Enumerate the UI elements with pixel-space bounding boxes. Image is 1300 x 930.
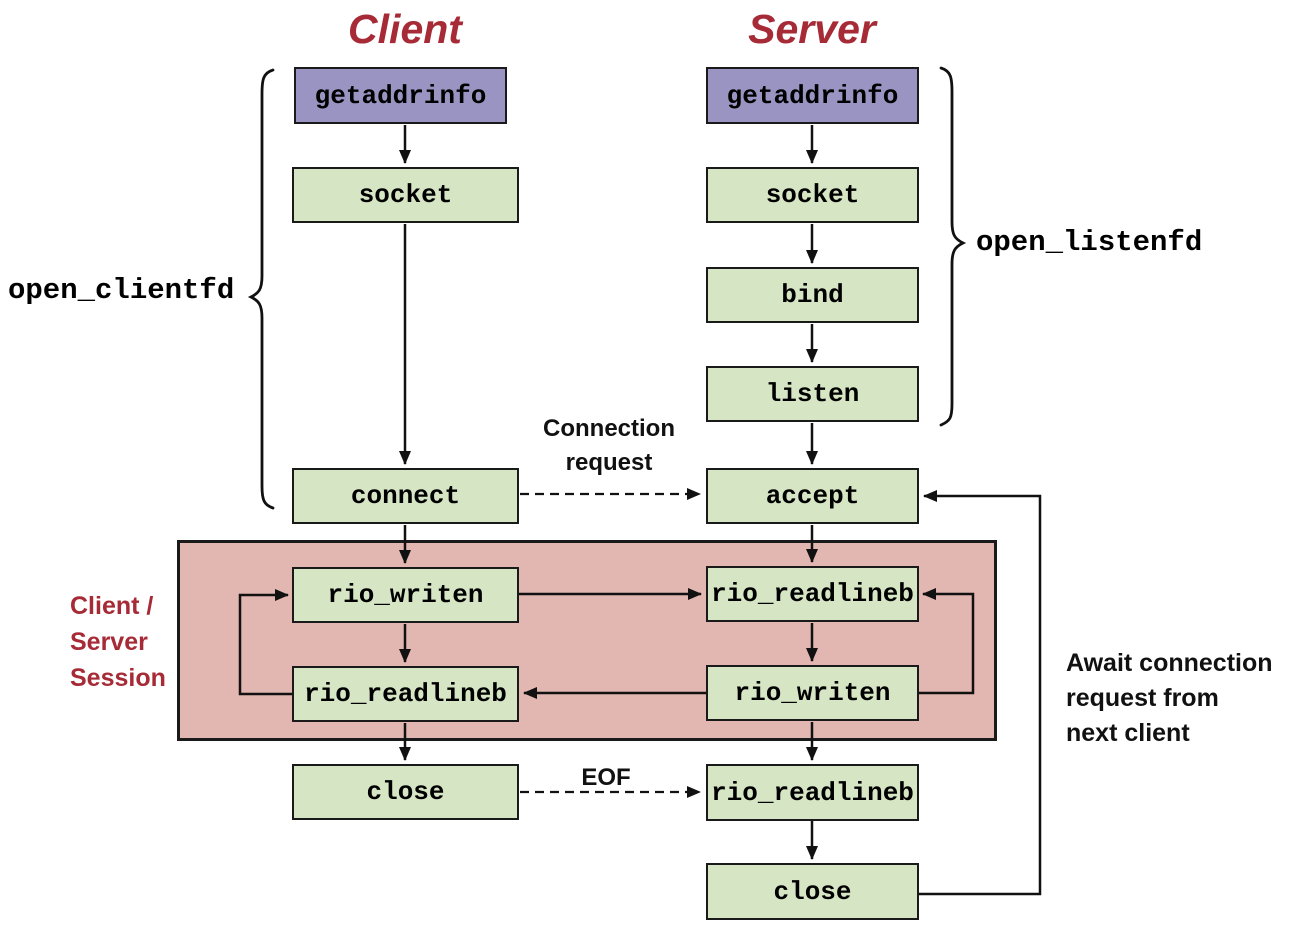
arrow-server-session-loop — [919, 588, 975, 695]
server-column-title: Server — [748, 6, 876, 52]
server-node-accept: accept — [706, 468, 919, 524]
client-node-rio-writen: rio_writen — [292, 567, 519, 623]
client-node-getaddrinfo: getaddrinfo — [294, 67, 507, 124]
node-label: close — [366, 777, 445, 807]
server-node-listen: listen — [706, 366, 919, 422]
node-label: rio_writen — [327, 580, 484, 610]
connection-request-line: request — [565, 449, 653, 476]
server-node-getaddrinfo: getaddrinfo — [706, 67, 919, 124]
client-column-title: Client — [348, 6, 462, 52]
open-clientfd-label: open_clientfd — [8, 274, 235, 307]
client-node-connect: connect — [292, 468, 519, 524]
client-node-rio-readlineb: rio_readlineb — [292, 666, 519, 722]
session-label: Client / Server Session — [70, 588, 166, 696]
await-line: Await connection — [1066, 649, 1273, 677]
node-label: socket — [765, 180, 860, 210]
session-label-line: Session — [70, 664, 166, 692]
session-label-line: Client / — [70, 592, 154, 620]
server-node-rio-writen: rio_writen — [706, 665, 919, 721]
server-node-socket: socket — [706, 167, 919, 223]
session-label-line: Server — [70, 628, 148, 656]
node-label: rio_writen — [734, 678, 891, 708]
client-node-close: close — [292, 764, 519, 820]
server-node-bind: bind — [706, 267, 919, 323]
await-line: request from — [1066, 684, 1219, 712]
open-listenfd-label: open_listenfd — [976, 226, 1203, 259]
node-label: rio_readlineb — [304, 679, 507, 709]
await-line: next client — [1066, 719, 1190, 747]
arrow-close-to-accept-loop — [919, 490, 1042, 896]
open-clientfd-brace — [247, 68, 275, 510]
client-node-socket: socket — [292, 167, 519, 223]
node-label: getaddrinfo — [314, 80, 487, 111]
eof-label: EOF — [581, 764, 631, 791]
node-label: accept — [765, 481, 860, 511]
node-label: listen — [765, 379, 860, 409]
open-listenfd-brace — [939, 66, 967, 427]
connection-request-label: Connection request — [509, 412, 709, 480]
node-label: socket — [358, 180, 453, 210]
node-label: rio_readlineb — [711, 777, 914, 808]
server-node-close: close — [706, 863, 919, 920]
connection-request-line: Connection — [543, 415, 675, 442]
arrow-client-session-loop — [238, 589, 292, 696]
node-label: rio_readlineb — [711, 579, 914, 609]
node-label: getaddrinfo — [726, 80, 899, 111]
node-label: bind — [781, 280, 844, 310]
node-label: close — [773, 876, 852, 907]
await-connection-label: Await connection request from next clien… — [1066, 646, 1273, 751]
node-label: connect — [350, 481, 461, 511]
server-node-rio-readlineb: rio_readlineb — [706, 566, 919, 622]
server-node-rio-readlineb-2: rio_readlineb — [706, 764, 919, 821]
